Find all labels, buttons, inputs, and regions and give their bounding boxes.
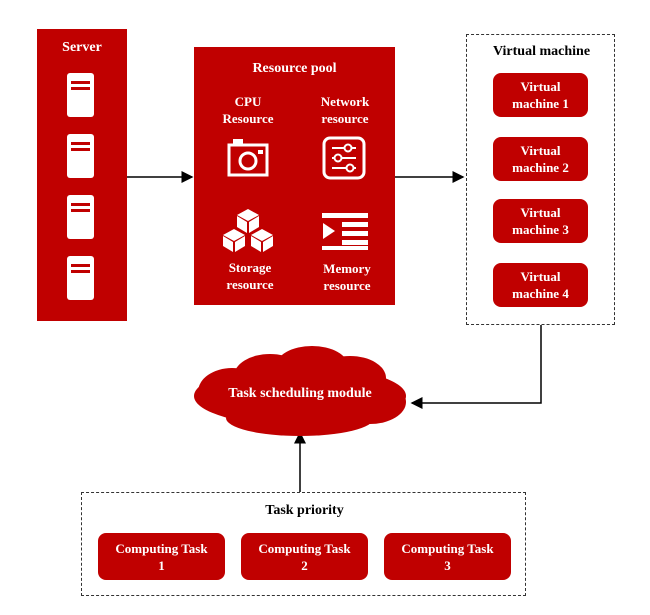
virtual-machine-title: Virtual machine: [492, 44, 591, 59]
server-icon: [67, 73, 94, 117]
scheduler-label: Task scheduling module: [228, 386, 372, 401]
server-icon: [67, 134, 94, 178]
task-priority-title: Task priority: [265, 503, 344, 518]
resource-pool-title: Resource pool: [252, 61, 337, 76]
camera-icon: [227, 137, 269, 182]
server-icon: [67, 195, 94, 239]
arrow-vm-to-scheduler: [410, 325, 542, 409]
server-title: Server: [62, 40, 102, 55]
scheduler-cloud: [194, 346, 406, 436]
cubes-icon: [219, 207, 277, 258]
server-panel: Server: [37, 29, 127, 321]
server-icon: [67, 256, 94, 300]
memory-icon: [320, 211, 370, 256]
sliders-icon: [322, 136, 366, 185]
